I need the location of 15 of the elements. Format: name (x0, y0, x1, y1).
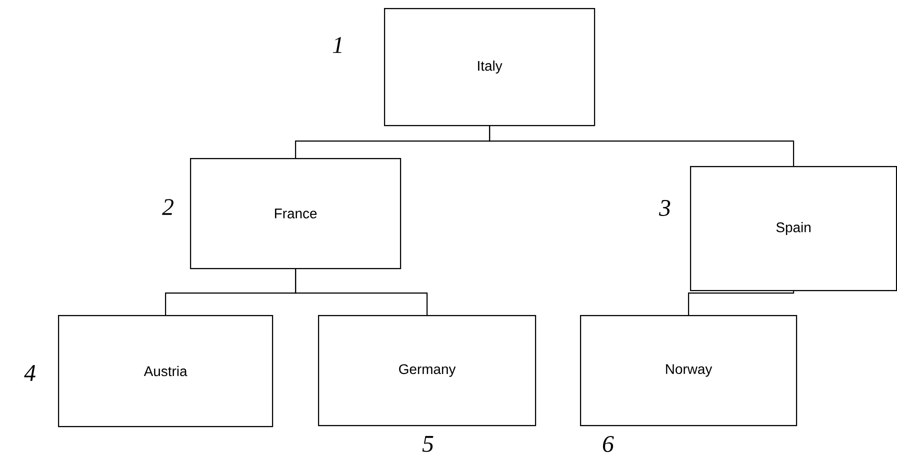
callout-number: 3 (659, 200, 670, 216)
connector-line (688, 291, 794, 315)
callout-number: 4 (24, 365, 36, 381)
connector-line (295, 269, 428, 315)
country-box: Italy (384, 8, 596, 126)
country-box: Norway (580, 315, 798, 426)
connector-line (489, 126, 794, 166)
callout-number: 5 (422, 436, 434, 452)
callout-number: 1 (332, 37, 342, 53)
country-box: Austria (58, 315, 274, 428)
country-box: Germany (318, 315, 536, 426)
callout-number: 6 (603, 436, 614, 452)
country-box: France (190, 158, 402, 270)
country-box: Spain (690, 166, 897, 292)
callout-number: 2 (162, 199, 174, 215)
